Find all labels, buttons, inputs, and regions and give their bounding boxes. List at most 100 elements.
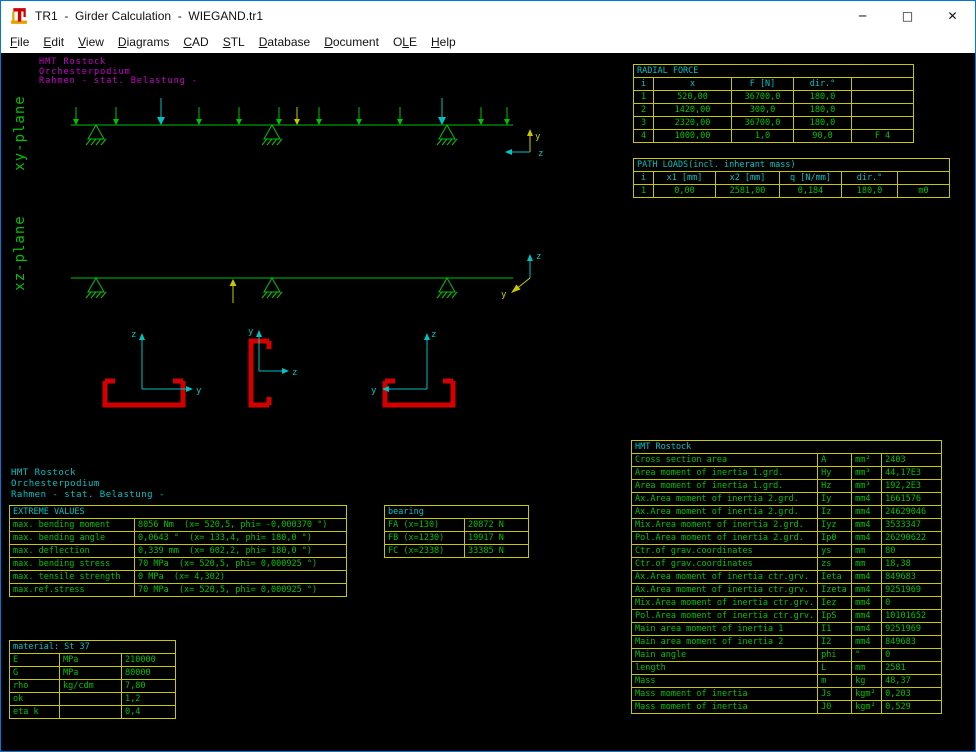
cell: mm4 [851, 492, 883, 506]
cell: 2581 [881, 661, 943, 675]
cell: 520,00 [653, 90, 732, 104]
cell: 0 [881, 648, 943, 662]
cell: mm4 [851, 583, 883, 597]
table-row: FC (x=2338)33385 N [384, 544, 529, 558]
cell [851, 103, 914, 117]
cell: mm4 [851, 570, 883, 584]
cell: 1,2 [121, 692, 176, 706]
support-icon [436, 124, 458, 146]
z-axis-label: z [131, 330, 136, 340]
cell: m [817, 674, 853, 688]
cell: Ax.Area moment of inertia 2.grd. [630, 492, 819, 506]
force-arrow-f4 [229, 278, 237, 304]
drawing-area[interactable]: HMT Rostock Orchesterpodium Rahmen - sta… [1, 53, 975, 751]
cell: Izeta [817, 583, 853, 597]
table-title: PATH LOADS(incl. inherant mass) [633, 158, 950, 172]
cell: Main angle [630, 648, 819, 662]
cell: rho [9, 679, 60, 693]
menu-item-database[interactable]: Database [258, 35, 311, 49]
cell: I2 [817, 635, 853, 649]
cell: max. bending angle [9, 531, 135, 545]
support-icon [261, 124, 283, 146]
cell: 3 [633, 116, 654, 130]
distributed-load-arrow [396, 106, 404, 126]
menu-item-view[interactable]: View [78, 35, 104, 49]
cell: Iy [817, 492, 853, 506]
channel-section-2 [248, 338, 272, 408]
menu-item-file[interactable]: File [10, 35, 30, 49]
cell: 180,0 [793, 116, 852, 130]
cell: 70 MPa (x= 520,5, phi= 0,000925 °) [134, 583, 347, 597]
cell: MPa [59, 666, 122, 680]
distributed-load-arrow [235, 106, 243, 126]
cell: zs [817, 557, 853, 571]
column-header: x2 [mm] [715, 171, 780, 185]
cell: 70 MPa (x= 520,5, phi= 0,000925 °) [134, 557, 347, 571]
table-row: FB (x=1230)19917 N [384, 531, 529, 545]
menu-item-cad[interactable]: CAD [183, 35, 209, 49]
cell: 48,37 [881, 674, 943, 688]
cell: max. bending stress [9, 557, 135, 571]
cell: A [817, 453, 853, 467]
cell: 90,0 [793, 129, 852, 143]
menu-item-edit[interactable]: Edit [43, 35, 65, 49]
cell: mm4 [851, 609, 883, 623]
column-header: x [653, 77, 732, 91]
cell: mm³ [851, 466, 883, 480]
project-footer-line: Orchesterpodium [11, 479, 100, 489]
maximize-button[interactable]: □ [885, 1, 930, 31]
cell: Ieta [817, 570, 853, 584]
table-title: material: St 37 [9, 640, 176, 654]
minimize-button[interactable]: ─ [840, 1, 885, 31]
cell: 7,80 [121, 679, 176, 693]
cell: 1420,00 [653, 103, 732, 117]
window-controls: ─ □ ✕ [840, 1, 975, 31]
support-icon [85, 277, 107, 299]
cell: 9251969 [881, 622, 943, 636]
cell: IpS [817, 609, 853, 623]
cell: 180,0 [841, 184, 898, 198]
y-axis-label: y [535, 132, 541, 142]
cell: ys [817, 544, 853, 558]
menu-item-diagrams[interactable]: Diagrams [117, 35, 170, 49]
menu-item-document[interactable]: Document [324, 35, 379, 49]
cell: G [9, 666, 60, 680]
menu-item-help[interactable]: Help [431, 35, 456, 49]
cell: mm4 [851, 505, 883, 519]
distributed-load-arrow [275, 106, 283, 126]
cell [59, 705, 122, 719]
z-axis-label: z [536, 252, 541, 262]
close-button[interactable]: ✕ [930, 1, 975, 31]
project-footer-line: Rahmen - stat. Belastung - [11, 490, 165, 500]
menu-item-stl[interactable]: STL [222, 35, 245, 49]
cell: MPa [59, 653, 122, 667]
cell: Cross section area [630, 453, 819, 467]
distributed-load-arrow [355, 106, 363, 126]
cell: 1661576 [881, 492, 943, 506]
force-arrow-f1 [156, 97, 166, 126]
cell: kg [851, 674, 883, 688]
menu-item-ole[interactable]: OLE [392, 35, 417, 49]
column-header: x1 [mm] [653, 171, 716, 185]
section-axes: z y y z z y [131, 327, 436, 396]
cell: mm [851, 544, 883, 558]
cell: Js [817, 687, 853, 701]
cell: mm [851, 661, 883, 675]
cell: 849683 [881, 570, 943, 584]
